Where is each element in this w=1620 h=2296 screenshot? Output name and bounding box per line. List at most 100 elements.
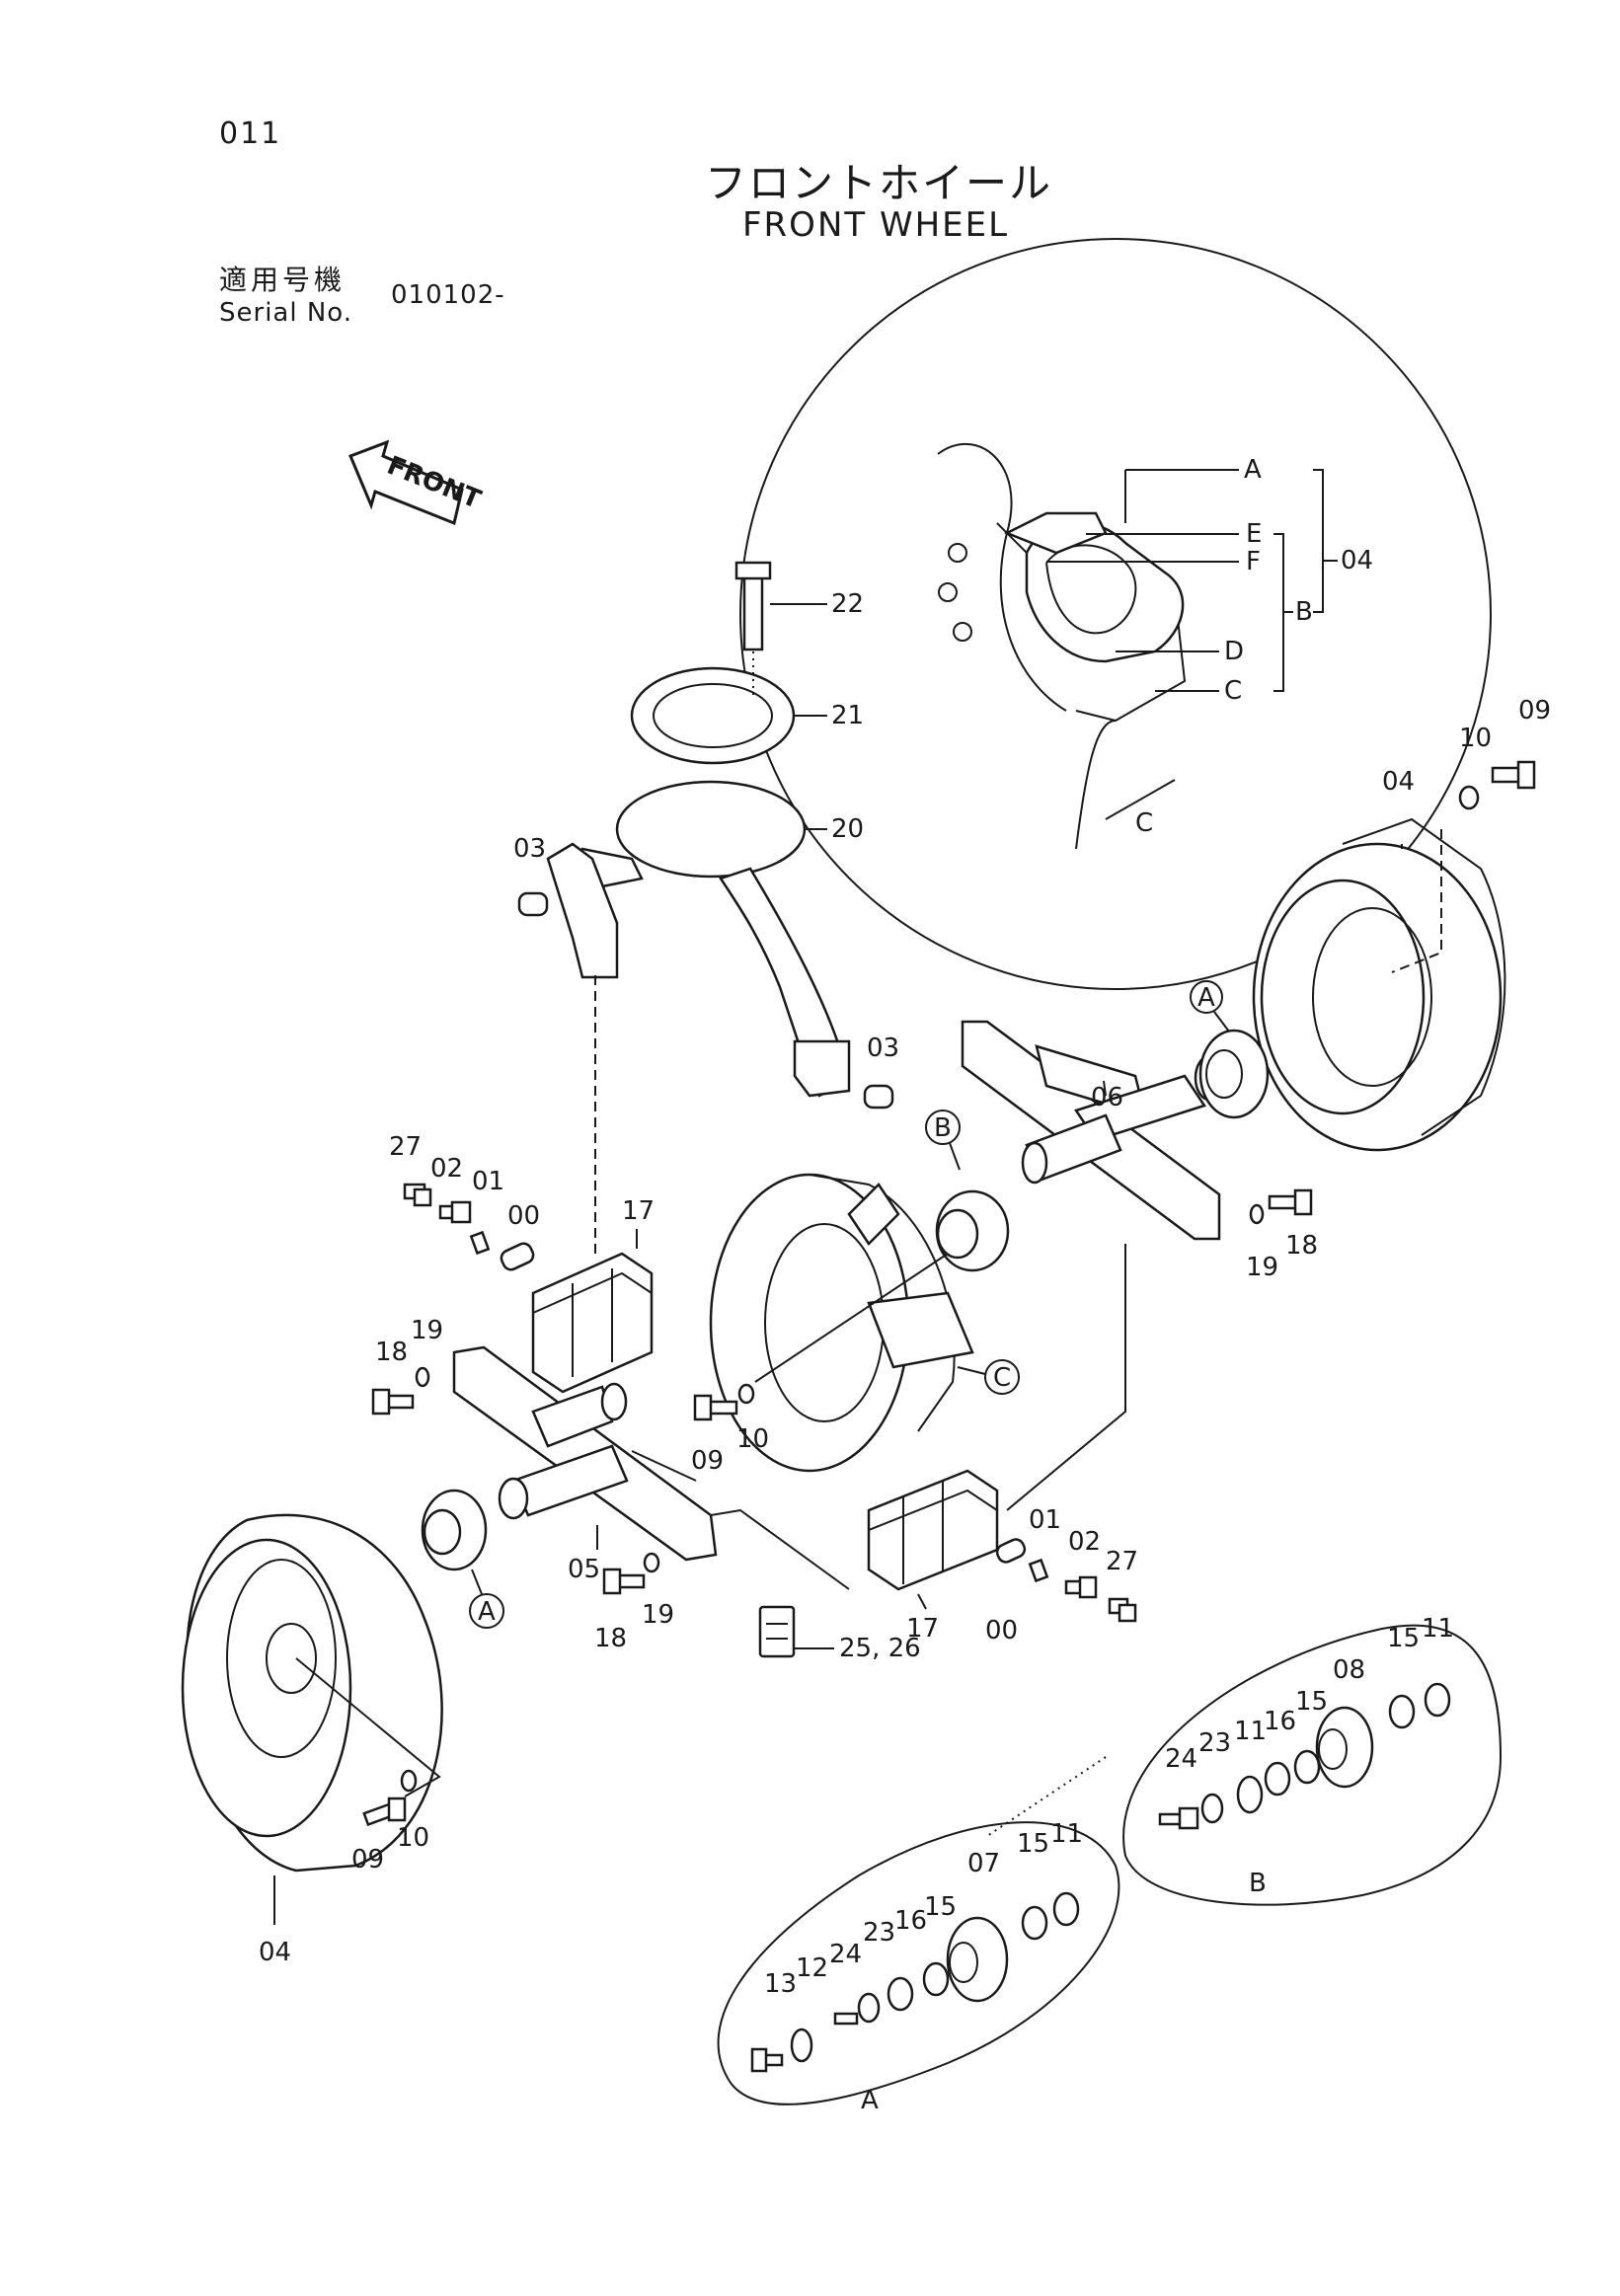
callout-25-26: 25, 26: [839, 1634, 921, 1663]
washer-19-lower: 19: [642, 1552, 674, 1630]
washer-10-left: 10: [397, 1769, 429, 1853]
callout-19-lower: 19: [642, 1600, 674, 1630]
callout-15-b-inner: 15: [1295, 1687, 1328, 1717]
callout-18-lower: 18: [594, 1624, 627, 1653]
bolt-02-right: 02: [1064, 1527, 1101, 1599]
callout-02-right: 02: [1068, 1527, 1101, 1557]
washer-10-right: 10: [1458, 724, 1492, 810]
serial-label-english: Serial No.: [219, 298, 352, 328]
callout-15-a-inner: 15: [924, 1892, 957, 1922]
callout-27-right: 27: [1106, 1547, 1138, 1576]
callout-27-left: 27: [389, 1132, 422, 1162]
callout-11-b-inner: 11: [1234, 1717, 1267, 1746]
callout-02-left: 02: [430, 1154, 463, 1184]
pin-00-right: 00: [985, 1538, 1027, 1645]
wheel-04-left: 04: [181, 1513, 443, 1967]
ring-21: 21: [630, 651, 864, 765]
letter-a-group: A: [861, 2086, 879, 2115]
callout-06: 06: [1091, 1083, 1123, 1112]
fitting-27-right: 27: [1106, 1547, 1138, 1623]
callout-11-b-outer: 11: [1422, 1614, 1454, 1644]
callout-16-b: 16: [1264, 1707, 1296, 1736]
bolt-09-right: 09: [1491, 696, 1551, 790]
front-arrow-icon: FRONT: [348, 439, 485, 526]
hub-a-right: A: [1190, 980, 1270, 1119]
callout-18-left: 18: [375, 1338, 408, 1367]
callout-10-right: 10: [1459, 724, 1492, 753]
callout-22: 22: [831, 589, 864, 619]
page-number: 011: [219, 116, 282, 151]
title-english: FRONT WHEEL: [742, 205, 1010, 245]
frame-20: 20: [546, 780, 864, 1098]
bushing-03-upper: 03: [513, 834, 549, 917]
callout-09-left: 09: [351, 1845, 384, 1875]
circle-a-right: A: [1197, 983, 1215, 1013]
letter-b-group: B: [1249, 1869, 1267, 1898]
detail-letter-d: D: [1224, 637, 1244, 666]
callout-07: 07: [967, 1849, 1000, 1878]
callout-01-right: 01: [1029, 1505, 1061, 1535]
callout-24-a: 24: [829, 1940, 862, 1969]
callout-08: 08: [1333, 1655, 1365, 1685]
wheel-cutaway-c: C: [709, 1173, 1020, 1473]
callout-10-left: 10: [397, 1823, 429, 1853]
callout-04-left-wheel: 04: [259, 1938, 291, 1967]
bolt-22: 22: [734, 561, 864, 651]
washer-19-right: 19: [1246, 1203, 1278, 1282]
callout-00-right: 00: [985, 1616, 1018, 1645]
detail-letter-f: F: [1246, 547, 1261, 576]
detail-letter-e: E: [1246, 519, 1262, 549]
plate-01-right: 01: [1028, 1505, 1061, 1583]
detail-letter-c-top: C: [1224, 676, 1242, 706]
hub-b: B: [925, 1110, 1010, 1272]
circle-c: C: [993, 1363, 1011, 1393]
exploded-group-a: 13 12 24 23 16 15 07 15 11 A: [717, 1819, 1120, 2115]
callout-17-right: 17: [906, 1614, 939, 1644]
bolt-18-right: 18: [1268, 1188, 1318, 1261]
callout-17-left: 17: [622, 1196, 655, 1226]
callout-24-b: 24: [1165, 1744, 1197, 1774]
callout-05: 05: [568, 1555, 600, 1584]
detail-letter-a: A: [1244, 455, 1262, 485]
callout-00-left: 00: [507, 1201, 540, 1231]
axle-05: 05: [452, 1345, 718, 1584]
title-japanese: フロントホイール: [705, 159, 1053, 207]
bolt-02-left: 02: [430, 1154, 472, 1224]
detail-letter-c-bottom: C: [1135, 808, 1153, 838]
circle-b: B: [934, 1113, 952, 1143]
bolt-09-left: 09: [351, 1797, 407, 1875]
fitting-27-left: 27: [389, 1132, 432, 1207]
callout-04-right-wheel: 04: [1382, 767, 1415, 797]
washer-10-center: 10: [736, 1383, 769, 1454]
detail-letter-b: B: [1295, 597, 1313, 627]
callout-10-center: 10: [736, 1424, 769, 1454]
bushing-03-lower: 03: [863, 1033, 899, 1110]
callout-09-center: 09: [691, 1446, 724, 1476]
bolt-18-lower: 18: [594, 1568, 646, 1653]
callout-09-right: 09: [1518, 696, 1551, 726]
callout-15-a-outer: 15: [1017, 1829, 1049, 1859]
plate-01-left: 01: [469, 1167, 504, 1256]
callout-12: 12: [796, 1953, 828, 1983]
callout-18-right: 18: [1285, 1231, 1318, 1261]
callout-21: 21: [831, 701, 864, 730]
serial-number-value: 010102-: [391, 280, 505, 310]
callout-11-a: 11: [1050, 1819, 1083, 1849]
callout-19-right: 19: [1246, 1253, 1278, 1282]
detail-circle-view: A E F B D C 04 C: [739, 238, 1492, 990]
label-plate-25-26: 25, 26: [758, 1605, 921, 1663]
callout-03-lower: 03: [867, 1033, 899, 1063]
hub-a-left: A: [421, 1489, 504, 1629]
pivot-block-17-right: 17: [867, 1469, 999, 1644]
pivot-block-17-left: 17: [531, 1196, 655, 1394]
pin-00-left: 00: [500, 1201, 540, 1271]
callout-13: 13: [764, 1969, 797, 1999]
callout-03-upper: 03: [513, 834, 546, 864]
callout-20: 20: [831, 814, 864, 844]
washer-19-left: 19: [411, 1316, 443, 1388]
callout-16-a: 16: [894, 1906, 927, 1936]
callout-04-detail: 04: [1341, 546, 1373, 575]
callout-01-left: 01: [472, 1167, 504, 1196]
callout-15-b-outer: 15: [1387, 1624, 1420, 1653]
